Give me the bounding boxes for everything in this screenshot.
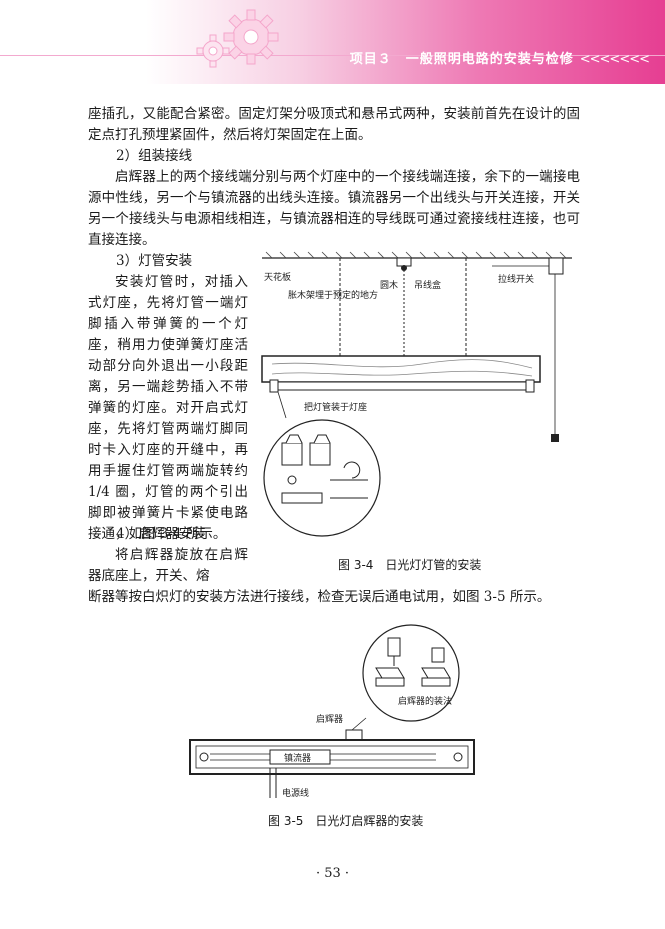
chapter-title-text: 项目３ 一般照明电路的安装与检修 [349, 52, 574, 67]
heading-4: 4）启辉器安装 [116, 526, 206, 542]
heading-3: 3）灯管安装 [116, 253, 193, 269]
paragraph-2: 启辉器上的两个接线端分别与两个灯座中的一个接线端连接，余下的一端接电源中性线，另… [88, 169, 580, 248]
page-number: · 53 · [315, 866, 350, 881]
heading-2: 2）组装接线 [116, 148, 193, 164]
caption-figure-3-4: 图 3-4 日光灯灯管的安装 [338, 558, 482, 572]
chapter-title: 项目３ 一般照明电路的安装与检修 <<<<<<< [349, 48, 650, 67]
paragraph-4b: 断器等按白炽灯的安装方法进行接线，检查无误后通电试用，如图 3-5 所示。 [88, 589, 551, 605]
label-ceiling: 天花板 [264, 271, 291, 283]
label-ballast: 镇流器 [284, 752, 311, 764]
label-starter-install: 启辉器的装法 [398, 695, 452, 707]
paragraph-1: 座插孔，又能配合紧密。固定灯架分吸顶式和悬吊式两种，安装前首先在设计的固定点打孔… [88, 106, 580, 143]
figure-3-5: 启辉器的装法 启辉器 镇流器 电源线 [189, 624, 475, 799]
label-starter: 启辉器 [316, 713, 343, 725]
label-tube-holder: 把灯管装于灯座 [304, 401, 367, 413]
figure-3-4: 天花板 胀木架埋于预定的地方 圆木 吊线盒 拉线开关 把灯管装于灯座 [261, 251, 572, 537]
gear-icon-large [223, 9, 279, 65]
label-anchor: 胀木架埋于预定的地方 [288, 289, 378, 301]
page-header: 项目３ 一般照明电路的安装与检修 <<<<<<< [0, 0, 665, 84]
header-rule [0, 55, 665, 56]
paragraph-4a: 将启辉器旋放在启辉器底座上，开关、熔 [88, 547, 248, 584]
caption-figure-3-5: 图 3-5 日光灯启辉器的安装 [268, 814, 424, 828]
label-power-line: 电源线 [282, 787, 309, 799]
chevron-decoration: <<<<<<< [579, 52, 650, 67]
gear-icon-small [196, 34, 230, 68]
label-pull-switch: 拉线开关 [498, 273, 534, 285]
label-hook: 圆木 [380, 279, 398, 291]
paragraph-3: 安装灯管时，对插入式灯座，先将灯管一端灯脚插入带弹簧的一个灯座，稍用力使弹簧灯座… [88, 274, 248, 542]
label-pull-box: 吊线盒 [414, 279, 441, 291]
